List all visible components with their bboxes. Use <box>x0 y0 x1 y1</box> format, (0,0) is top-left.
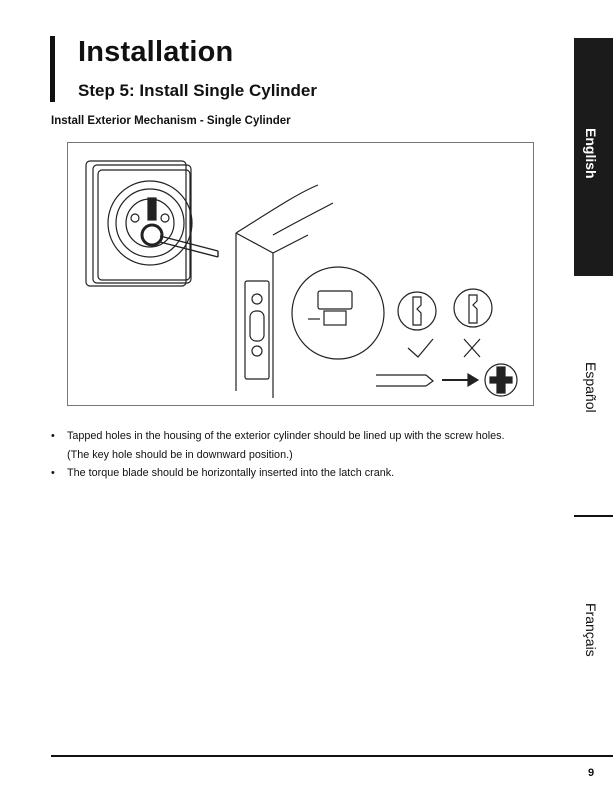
latch-crank-icon <box>484 363 518 397</box>
check-mark-icon <box>407 338 434 358</box>
latch-closeup-icon <box>291 266 385 360</box>
side-divider <box>574 515 613 517</box>
keyhole-incorrect-icon <box>453 288 493 328</box>
x-mark-icon <box>463 338 481 358</box>
list-item: The torque blade should be horizontally … <box>51 464 551 483</box>
deadbolt-exterior-icon <box>85 160 219 287</box>
footer-divider <box>51 755 613 757</box>
arrow-right-icon <box>442 372 480 388</box>
keyhole-correct-icon <box>397 291 437 331</box>
bullet-text: Tapped holes in the housing of the exter… <box>67 430 505 442</box>
tab-english-background <box>574 38 613 276</box>
title-accent-bar <box>50 36 55 102</box>
tab-english[interactable]: English <box>583 128 599 179</box>
installation-illustration <box>67 142 534 406</box>
page-number: 9 <box>588 767 595 779</box>
step-heading: Step 5: Install Single Cylinder <box>78 81 317 100</box>
bullet-text: The torque blade should be horizontally … <box>67 467 395 479</box>
list-item: Tapped holes in the housing of the exter… <box>51 427 551 464</box>
bullet-subtext: (The key hole should be in downward posi… <box>67 448 293 461</box>
section-heading: Install Exterior Mechanism - Single Cyli… <box>51 115 291 127</box>
torque-blade-icon <box>376 374 434 387</box>
instruction-list: Tapped holes in the housing of the exter… <box>51 427 551 483</box>
tab-espanol[interactable]: Español <box>583 362 599 413</box>
page-title: Installation <box>78 36 234 68</box>
door-edge-icon <box>235 184 334 398</box>
tab-francais[interactable]: Français <box>583 603 599 657</box>
